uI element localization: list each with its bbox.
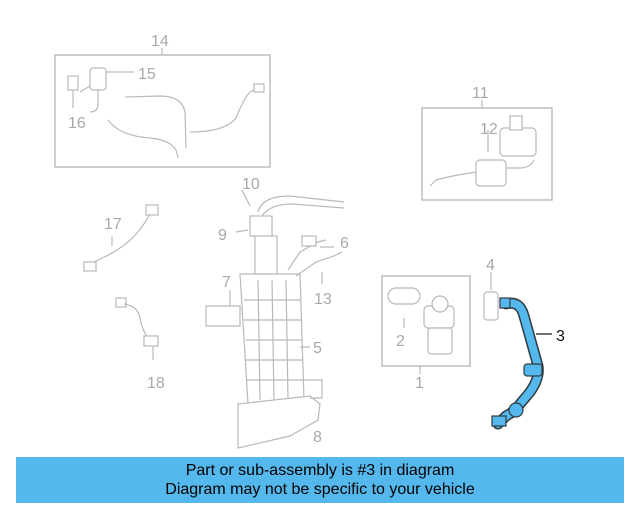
callout-8: 8 — [313, 429, 322, 446]
banner-line-1: Part or sub-assembly is #3 in diagram — [185, 462, 455, 479]
info-banner: Part or sub-assembly is #3 in diagram Di… — [16, 457, 624, 503]
callout-12: 12 — [480, 121, 498, 138]
part-17-sensor — [83, 204, 159, 272]
callout-9: 9 — [218, 227, 227, 244]
callout-17: 17 — [104, 216, 122, 233]
callout-16: 16 — [68, 115, 86, 132]
leader-lines — [79, 71, 489, 348]
callout-1: 1 — [415, 375, 424, 392]
callout-4: 4 — [486, 257, 495, 274]
part-group-14 — [54, 48, 271, 168]
callout-14: 14 — [151, 33, 169, 50]
callout-11: 11 — [472, 85, 489, 102]
part-18-sensor — [115, 297, 159, 360]
callout-2: 2 — [396, 333, 405, 350]
callout-15: 15 — [138, 66, 156, 83]
part-canister-assembly — [205, 195, 345, 449]
callout-7: 7 — [222, 274, 231, 291]
part-group-1 — [381, 275, 471, 374]
callout-18: 18 — [147, 375, 165, 392]
part-3-hose-highlighted — [491, 297, 552, 430]
part-group-11 — [421, 100, 553, 201]
part-4-bracket — [483, 272, 499, 321]
callout-6: 6 — [340, 235, 349, 252]
callout-10: 10 — [242, 176, 260, 193]
banner-line-2: Diagram may not be specific to your vehi… — [165, 481, 475, 498]
callout-5: 5 — [313, 340, 322, 357]
callout-3: 3 — [556, 328, 565, 345]
callout-13: 13 — [314, 291, 332, 308]
